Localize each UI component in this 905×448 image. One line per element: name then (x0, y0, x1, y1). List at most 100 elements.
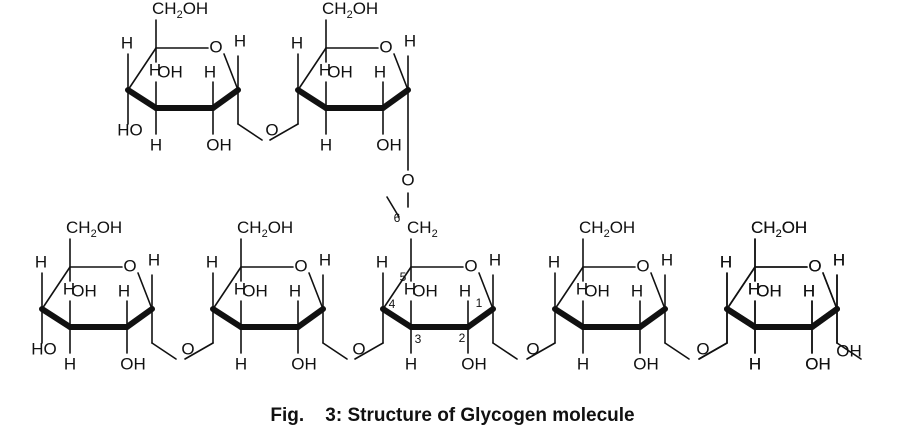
u5-carbon-number-2: 2 (459, 331, 466, 345)
u7-c3-hydroxyl: OH (756, 281, 782, 300)
u7-c1-glycosidic-bond (836, 342, 862, 360)
u5-ring-c4-c3-bond (380, 306, 414, 330)
u5-carbon-number-3: 3 (415, 332, 422, 346)
u5-c4-glycosidic-bond (354, 342, 384, 360)
u1-ring-o-c1-bond (223, 53, 239, 91)
u5-carbon-number-4: 4 (389, 297, 396, 311)
u3-ch2oh-group: CH2OH (66, 218, 122, 239)
u5-c3-hydroxyl: OH (412, 281, 438, 300)
u5-c2-hydroxyl: OH (461, 354, 487, 373)
u2-ch2oh-group: CH2OH (322, 0, 378, 21)
u6-c4-hydrogen: H (548, 252, 560, 271)
bottom-linking-oxygen-4: O (696, 339, 709, 358)
u5-c5-hydrogen: H (404, 279, 416, 298)
u5-ring-c2-c1-bond (465, 306, 496, 330)
u8-c4-glycosidic-bond (698, 342, 728, 360)
u3-c4-hydrogen: H (35, 252, 47, 271)
u5-c2-hydrogen: H (459, 281, 471, 300)
u6-c1-hydrogen: H (661, 250, 673, 269)
u6-c4-glycosidic-bond (526, 342, 556, 360)
figure-caption-label: Fig. (270, 405, 305, 426)
branch-linking-oxygen: O (401, 170, 414, 189)
u4-ring-c2-c1-bond (295, 306, 326, 330)
u8-ring-o-c1-bond (822, 272, 838, 310)
u8-c1-hydroxyl: OH (836, 341, 862, 360)
u5-ring-oxygen: O (464, 256, 477, 275)
u3-c2-hydrogen: H (118, 281, 130, 300)
u2-ring-c5-c4-bond (297, 47, 327, 91)
u3-c4-hydroxyl: HO (31, 339, 57, 358)
u2-c5-hydrogen: H (319, 60, 331, 79)
u6-ring-c5-c4-bond (554, 266, 584, 310)
u1-ring-c5-c4-bond (127, 47, 157, 91)
u7-c2-hydrogen: H (803, 281, 815, 300)
u4-c2-hydroxyl: OH (291, 354, 317, 373)
u2-ring-c2-c1-bond (380, 87, 411, 111)
u6-c3-hydroxyl: OH (584, 281, 610, 300)
u3-ring-o-c1-bond (137, 272, 153, 310)
u2-c4-hydrogen: H (291, 33, 303, 52)
u6-ring-c4-c3-bond (552, 306, 586, 330)
u5-c1-hydrogen: H (489, 250, 501, 269)
u6-c3-hydrogen: H (577, 354, 589, 373)
u5-carbon-number-1: 1 (476, 296, 483, 310)
u3-ring-c5-c4-bond (41, 266, 71, 310)
u1-c1-glycosidic-bond (237, 123, 263, 141)
u6-ring-c2-c1-bond (637, 306, 668, 330)
u8-ch2oh-group: CH2OH (751, 218, 807, 239)
u7-c4-hydrogen: H (720, 252, 732, 271)
u5-carbon-number-6: 6 (394, 211, 401, 225)
u4-c1-glycosidic-bond (322, 342, 348, 360)
u8-ring-c4-c3-bond (724, 306, 758, 330)
u2-c3-hydrogen: H (320, 135, 332, 154)
u2-c1-hydrogen: H (404, 31, 416, 50)
u1-c2-hydroxyl: OH (206, 135, 232, 154)
u8-c2-hydroxyl: OH (805, 354, 831, 373)
u1-c4-hydrogen: H (121, 33, 133, 52)
u4-ring-o-c1-bond (308, 272, 324, 310)
u4-c1-hydrogen: H (319, 250, 331, 269)
figure-caption: Fig. 3: Structure of Glycogen molecule (0, 405, 905, 427)
u4-ring-oxygen: O (294, 256, 307, 275)
u1-ring-c2-c1-bond (210, 87, 241, 111)
u6-c2-hydroxyl: OH (633, 354, 659, 373)
u3-c3-hydrogen: H (64, 354, 76, 373)
u8-ring-c5-c4-bond (726, 266, 756, 310)
u5-c1-glycosidic-bond (492, 342, 518, 360)
u5-ring-c5-c4-bond (382, 266, 412, 310)
u8-c3-hydrogen: H (749, 354, 761, 373)
u1-c4-hydroxyl: HO (117, 120, 143, 139)
u8-c2-hydrogen: H (803, 281, 815, 300)
u8-ring-c2-c1-bond (809, 306, 840, 330)
u1-c2-hydrogen: H (204, 62, 216, 81)
u4-c3-hydroxyl: OH (242, 281, 268, 300)
u4-c5-hydrogen: H (234, 279, 246, 298)
u6-ring-o-c1-bond (650, 272, 666, 310)
u1-c3-hydrogen: H (150, 135, 162, 154)
u8-ring-oxygen: O (808, 256, 821, 275)
u1-c1-hydrogen: H (234, 31, 246, 50)
u2-ring-o-c1-bond (393, 53, 409, 91)
figure-caption-text: 3: Structure of Glycogen molecule (325, 405, 635, 426)
u5-c6-ch2-group: CH2 (407, 218, 438, 239)
u1-c5-hydrogen: H (149, 60, 161, 79)
u4-ring-c4-c3-bond (210, 306, 244, 330)
u2-c4-glycosidic-bond (269, 123, 299, 141)
u1-ring-c4-c3-bond (125, 87, 159, 111)
u5-c3-hydrogen: H (405, 354, 417, 373)
u2-c2-hydroxyl: OH (376, 135, 402, 154)
u3-ring-c2-c1-bond (124, 306, 155, 330)
u7-ring-oxygen: O (808, 256, 821, 275)
u7-c5-hydrogen: H (748, 279, 760, 298)
u4-c3-hydrogen: H (235, 354, 247, 373)
bottom-linking-oxygen-2: O (352, 339, 365, 358)
u3-ring-oxygen: O (123, 256, 136, 275)
u4-ch2oh-group: CH2OH (237, 218, 293, 239)
u4-c2-hydrogen: H (289, 281, 301, 300)
u5-c6-oxygen-bond (386, 196, 400, 218)
u8-c4-hydrogen: H (720, 252, 732, 271)
u3-ring-c4-c3-bond (39, 306, 73, 330)
u6-c1-glycosidic-bond (664, 342, 690, 360)
u5-c4-hydrogen: H (376, 252, 388, 271)
u7-c1-hydrogen: H (833, 250, 845, 269)
